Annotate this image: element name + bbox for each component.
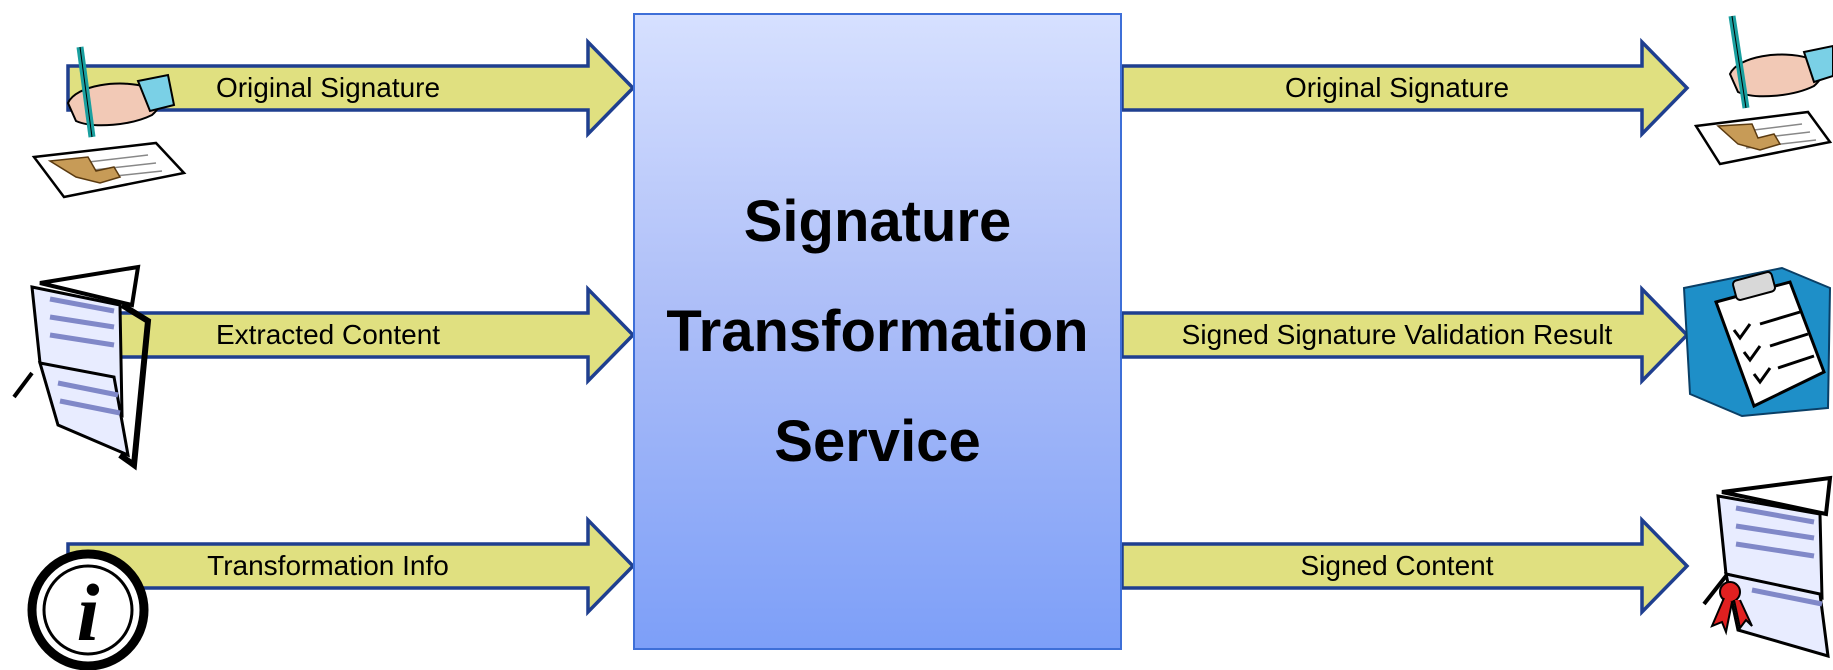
input-arrow-extracted-content xyxy=(66,284,636,386)
signature-transformation-service-box: Signature Transformation Service xyxy=(633,13,1122,650)
output-arrow-original-signature xyxy=(1120,37,1690,139)
service-title-line-2: Transformation xyxy=(666,298,1089,364)
input-label-original-signature: Original Signature xyxy=(215,72,441,103)
certified-document-icon xyxy=(1702,475,1833,659)
output-label-original-signature: Original Signature xyxy=(1284,72,1510,103)
service-title-line-3: Service xyxy=(774,408,981,474)
input-label-transformation-info: Transformation Info xyxy=(207,550,449,581)
output-arrow-validation-result xyxy=(1120,284,1690,386)
svg-text:i: i xyxy=(77,567,100,658)
output-label-validation-result: Signed Signature Validation Result xyxy=(1181,319,1613,350)
input-arrow-transformation-info xyxy=(66,515,636,617)
output-label-signed-content: Signed Content xyxy=(1300,550,1494,581)
info-icon: i xyxy=(27,549,149,670)
clipboard-checklist-icon xyxy=(1682,266,1832,418)
open-document-icon xyxy=(12,264,152,471)
service-title-line-1: Signature xyxy=(743,188,1012,254)
input-label-extracted-content: Extracted Content xyxy=(215,319,441,350)
output-arrow-signed-content xyxy=(1120,515,1690,617)
signing-hand-icon xyxy=(31,46,187,199)
signing-hand-icon xyxy=(1693,15,1833,166)
